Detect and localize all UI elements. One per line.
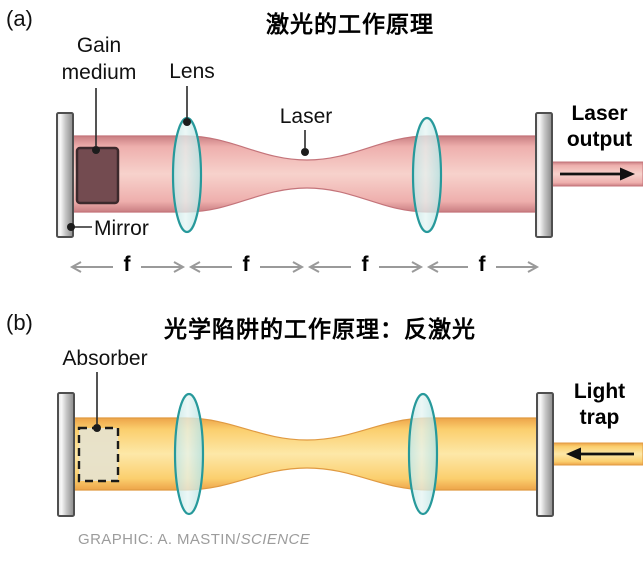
lens-a-right (411, 116, 443, 234)
lens-a-left (171, 116, 203, 234)
credit-line: GRAPHIC: A. MASTIN/SCIENCE (78, 531, 310, 548)
mirror-b-left (57, 392, 75, 517)
absorber-label: Absorber (62, 347, 148, 370)
panel-b-tag: (b) (6, 310, 33, 335)
credit-source: SCIENCE (240, 531, 311, 548)
gain-medium-label-line1: Gain (76, 34, 122, 57)
light-trap-label-line2: trap (579, 406, 620, 429)
focal-length-arrows (69, 261, 540, 273)
mirror-label: Mirror (94, 217, 149, 240)
absorber-box (77, 426, 120, 483)
focal-label-2: f (242, 253, 250, 276)
focal-label-4: f (478, 253, 486, 276)
gain-medium-box (75, 146, 120, 205)
mirror-a-left (56, 112, 74, 238)
gain-medium-label: Gain medium (53, 32, 145, 86)
lens-b-right (407, 392, 439, 516)
mirror-a-right (535, 112, 553, 238)
light-trap-arrow-head (566, 447, 581, 461)
laser-cavity-beam (71, 135, 546, 213)
panel-b-title: 光学陷阱的工作原理：反激光 (164, 316, 476, 343)
lens-b-left (173, 392, 205, 516)
light-trap-label: Light trap (556, 379, 643, 431)
light-trap-label-line1: Light (573, 380, 626, 403)
absorber-leader-dot (93, 424, 101, 432)
laser-output-label-line1: Laser (571, 102, 628, 125)
leader-dots-a (67, 118, 309, 231)
focal-label-1: f (123, 253, 131, 276)
panel-a-title: 激光的工作原理 (266, 11, 434, 38)
lens-label: Lens (169, 60, 215, 83)
laser-output-label: Laser output (556, 101, 643, 153)
laser-output-arrow-head (620, 167, 635, 181)
mirror-b-right (536, 392, 554, 517)
credit-prefix: GRAPHIC: A. MASTIN/ (78, 531, 241, 548)
gain-medium-label-line2: medium (61, 61, 137, 84)
trap-cavity-beam (71, 417, 546, 491)
laser-output-label-line2: output (566, 128, 633, 151)
focal-label-3: f (361, 253, 369, 276)
laser-label: Laser (279, 105, 333, 128)
panel-a-tag: (a) (6, 6, 33, 31)
